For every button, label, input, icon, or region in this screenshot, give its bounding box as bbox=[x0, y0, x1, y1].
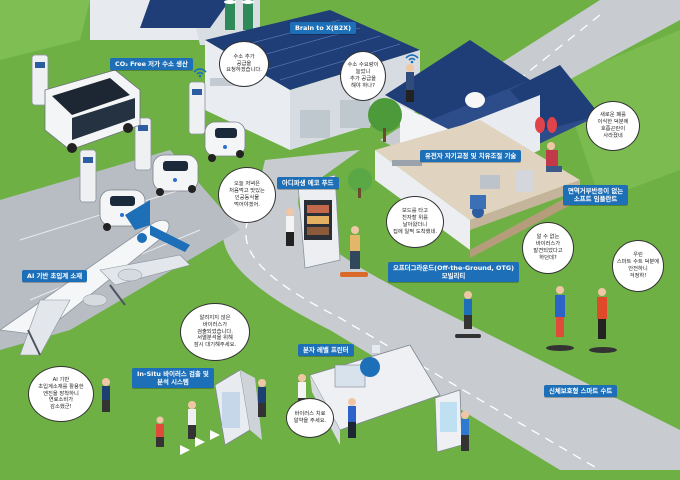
autonomous-bus bbox=[44, 69, 141, 153]
person bbox=[348, 398, 356, 438]
wifi-icon bbox=[193, 68, 207, 78]
person bbox=[461, 411, 469, 451]
food-vending-machine bbox=[297, 174, 341, 269]
bubble-virus-detected: 알려지지 않은 바이러스가 검출되었습니다. 서열분석을 위해 잠시 대기해주세… bbox=[180, 303, 250, 361]
person bbox=[102, 378, 110, 412]
label-brain-to-x: Brain to X(B2X) bbox=[290, 22, 356, 34]
label-immune-implant: 면역거부반응이 없는 소프트 임플란트 bbox=[563, 185, 629, 205]
label-otg-mobility: 오프더그라운드(Off-the-Ground, OTG) 모빌리티 bbox=[388, 262, 520, 282]
person bbox=[546, 142, 562, 172]
bubble-virus-unknown: 알 수 없는 바이러스가 발견되었다고 하던데? bbox=[522, 222, 574, 274]
label-idiffusion-food: 아디파생 에코 푸드 bbox=[277, 177, 339, 189]
bubble-hydrogen-low: 수소 수요량이 늘었니 추가 공급을 해야 하나? bbox=[340, 51, 386, 101]
grass-patch bbox=[0, 0, 90, 60]
lungs-icon bbox=[535, 117, 557, 133]
info-screen bbox=[434, 389, 463, 453]
person bbox=[156, 416, 164, 447]
bubble-food-taste: 오늘 저녁은 처음먹고 맛있는 인공동식물 먹어야겠어. bbox=[218, 167, 276, 223]
person bbox=[406, 64, 414, 102]
bubble-board-arrive: 보드를 타고 친자할 위를 날아왔더니 집에 일찍 도착했네. bbox=[386, 196, 444, 248]
delivery-robots bbox=[99, 121, 246, 231]
bubble-ai-fuel: AI 기반 초입계소재를 활용한 엔진을 장착하니 연료소비가 감소했군! bbox=[28, 366, 94, 422]
bubble-hydrogen-request: 수소 추가 공급을 요청하겠습니다. bbox=[219, 41, 269, 87]
person bbox=[589, 288, 617, 353]
label-genetic-organ: 유전자 자기교정 및 치유조절 기술 bbox=[420, 150, 522, 162]
bubble-virus-drug: 바이러스 치료 알약을 주세요. bbox=[286, 398, 334, 438]
wifi-icon bbox=[405, 54, 419, 64]
smart-house bbox=[375, 40, 600, 258]
person bbox=[340, 226, 368, 277]
bubble-lungs-reborn: 새로운 폐를 이식한 덕분에 호흡곤란이 사라졌네 bbox=[586, 101, 640, 151]
person bbox=[258, 379, 266, 417]
label-ai-aircraft: AI 기반 초입계 소재 bbox=[22, 270, 88, 282]
label-biosafety-suit: 신체보호형 스마트 수트 bbox=[544, 385, 618, 397]
trees bbox=[348, 98, 402, 198]
virus-detection-gate bbox=[214, 369, 262, 446]
hydrogen-stations bbox=[31, 54, 206, 203]
wheelchair-robot bbox=[470, 195, 486, 218]
people bbox=[102, 64, 617, 451]
label-insitu-virus: In-Situ 바이러스 검출 및 분석 시스템 bbox=[132, 368, 214, 388]
walk-arrows bbox=[180, 430, 220, 455]
label-molecular-printer: 분자 레벨 프린터 bbox=[298, 344, 354, 356]
person bbox=[286, 208, 294, 246]
person bbox=[455, 291, 481, 338]
bubble-suit-safe: 우린 스마트 수트 덕분에 안전하니 걱정하! bbox=[612, 240, 664, 292]
person bbox=[546, 286, 574, 351]
label-co2-free-hydrogen: CO₂ Free 저가 수소 생산 bbox=[110, 58, 193, 70]
person bbox=[188, 401, 196, 439]
